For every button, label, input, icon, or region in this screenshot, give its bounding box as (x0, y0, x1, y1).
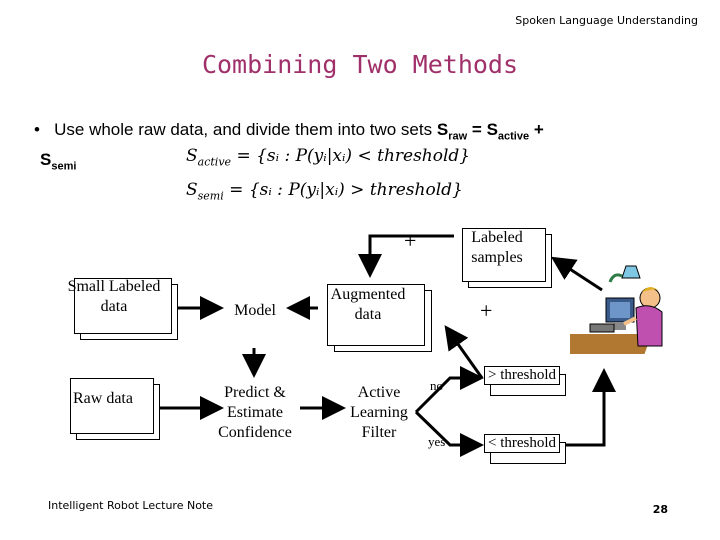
plus-top: + (404, 228, 416, 254)
predict-box: Predict & Estimate Confidence (208, 380, 302, 446)
no-label: no (430, 378, 443, 394)
yes-label: yes (428, 434, 445, 450)
model-box: Model (218, 284, 292, 338)
footer-note: Intelligent Robot Lecture Note (48, 499, 213, 512)
labeled-samples-box: Labeled samples (456, 222, 538, 274)
page-number: 28 (653, 503, 668, 516)
person-at-computer-icon (570, 262, 688, 370)
raw-data-box: Raw data (62, 372, 144, 426)
arrow-gt-to-augmented (448, 330, 482, 378)
plus-mid: + (480, 298, 492, 324)
arrow-filter-yes (416, 412, 478, 445)
lt-threshold-label: < threshold (484, 434, 560, 453)
active-filter-box: Active Learning Filter (340, 380, 418, 446)
arrow-lt-to-annotator (566, 374, 604, 445)
small-labeled-box: Small Labeled data (66, 270, 162, 324)
arrow-filter-no (416, 378, 478, 412)
gt-threshold-label: > threshold (484, 366, 560, 385)
augmented-data-box: Augmented data (320, 276, 416, 334)
